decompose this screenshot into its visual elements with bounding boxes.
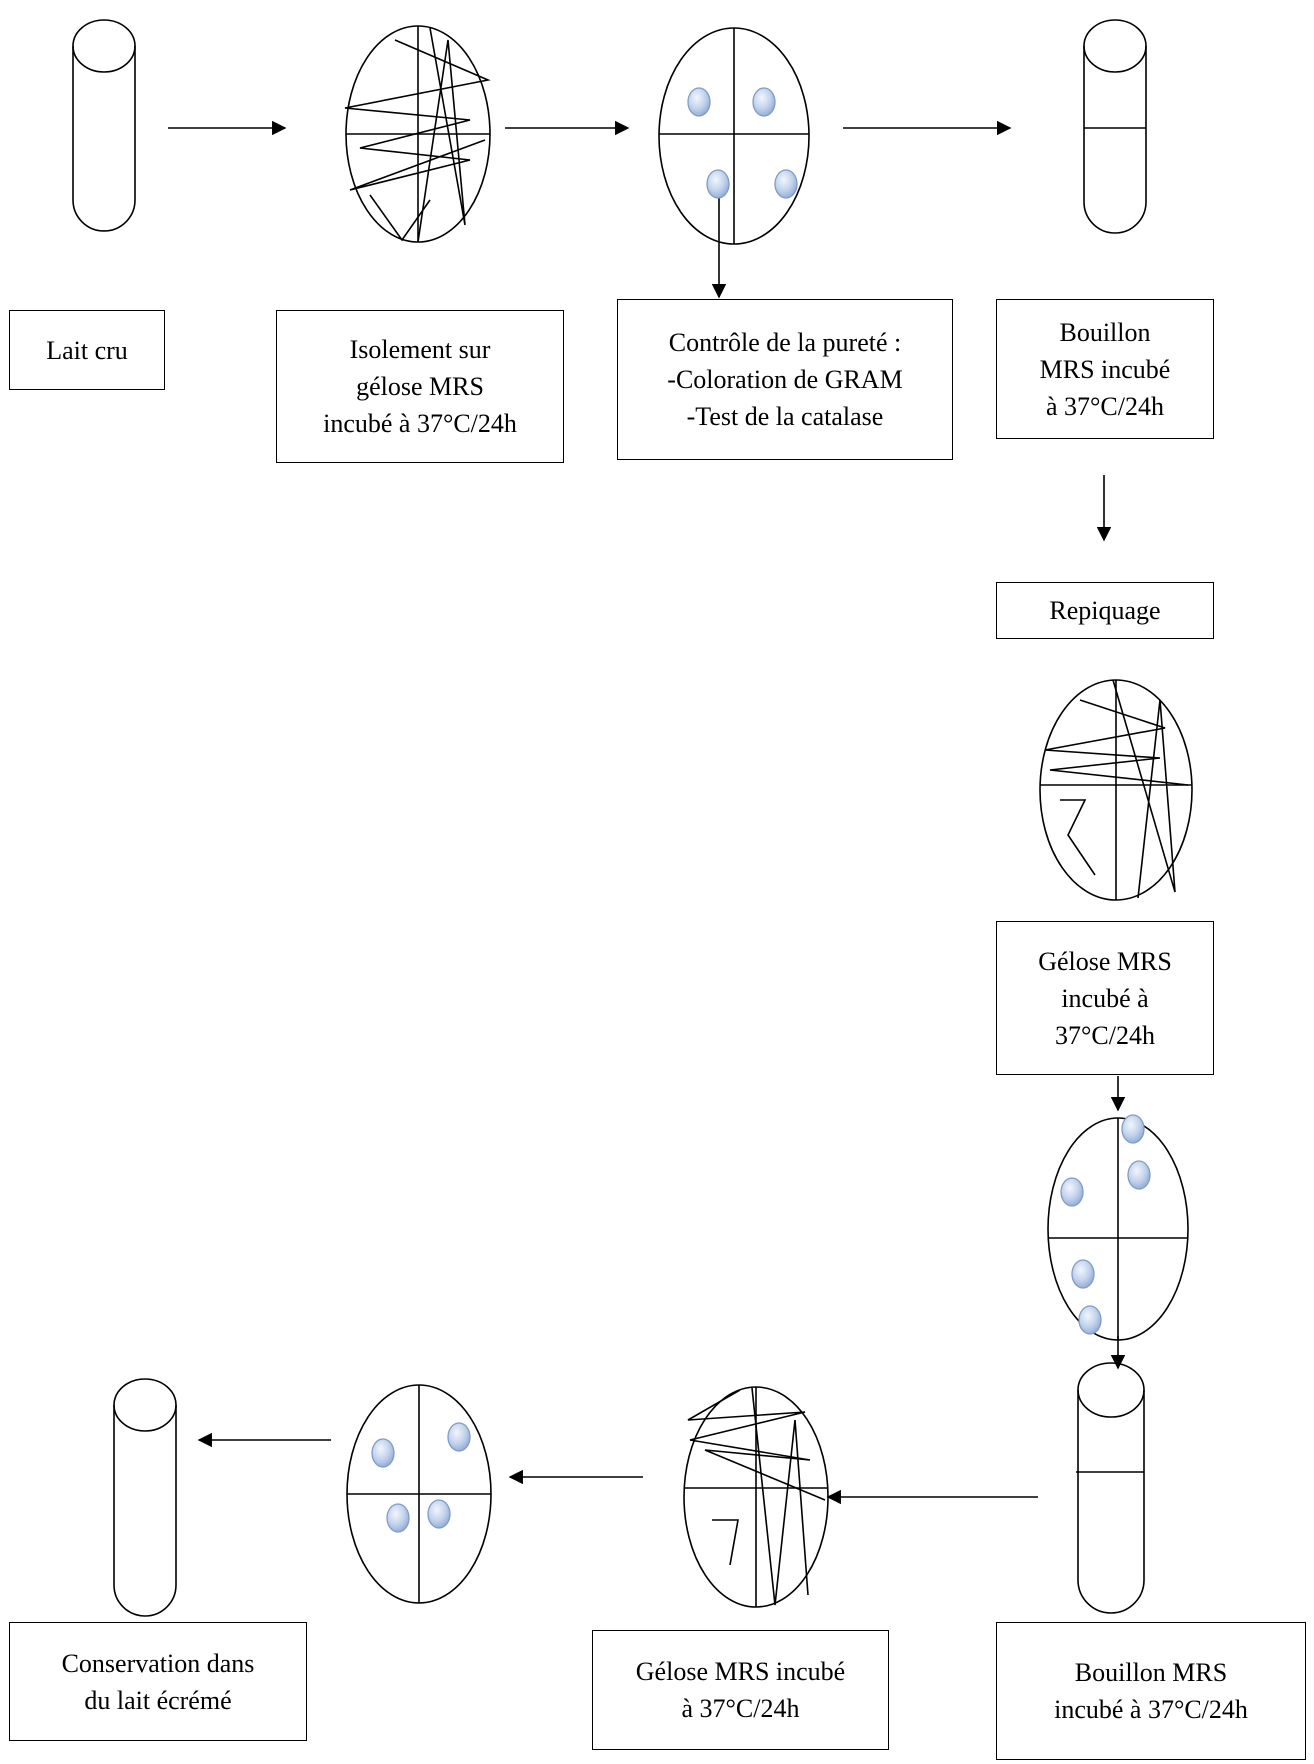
tube-bouillon-1 xyxy=(1083,19,1147,234)
plate-isolement-streaked xyxy=(344,25,491,243)
tube-bouillon-2 xyxy=(1076,1362,1145,1614)
tube-conservation xyxy=(113,1378,177,1617)
colony xyxy=(1127,1160,1151,1190)
plate-colonies-2 xyxy=(1047,1117,1189,1341)
colony xyxy=(371,1438,395,1468)
colony xyxy=(447,1422,471,1452)
plate-repiquage-streaked xyxy=(1039,679,1193,901)
label-conservation: Conservation dans du lait écrémé xyxy=(9,1622,307,1741)
label-gelose-mrs-1: Gélose MRS incubé à 37°C/24h xyxy=(996,921,1214,1075)
colony xyxy=(1078,1305,1102,1335)
colony xyxy=(1060,1177,1084,1207)
label-repiquage: Repiquage xyxy=(996,582,1214,639)
label-isolement: Isolement sur gélose MRS incubé à 37°C/2… xyxy=(276,310,564,463)
plate-colonies-1 xyxy=(658,27,810,245)
colony xyxy=(427,1499,451,1529)
colony xyxy=(752,87,776,117)
label-bouillon-2: Bouillon MRS incubé à 37°C/24h xyxy=(996,1622,1306,1760)
plate-gelose-streaked xyxy=(683,1386,829,1608)
plate-colonies-3 xyxy=(346,1384,492,1604)
label-controle: Contrôle de la pureté : -Coloration de G… xyxy=(617,299,953,460)
colony xyxy=(386,1503,410,1533)
colony xyxy=(774,169,798,199)
colony xyxy=(706,169,730,199)
label-gelose-mrs-2: Gélose MRS incubé à 37°C/24h xyxy=(592,1630,889,1750)
tube-lait-cru xyxy=(72,19,136,232)
colony xyxy=(687,87,711,117)
label-lait-cru: Lait cru xyxy=(9,310,165,390)
colony xyxy=(1071,1259,1095,1289)
label-bouillon-1: Bouillon MRS incubé à 37°C/24h xyxy=(996,299,1214,439)
colony xyxy=(1121,1114,1145,1144)
